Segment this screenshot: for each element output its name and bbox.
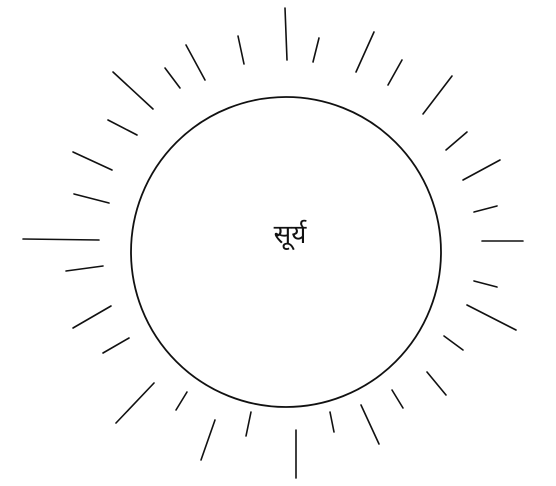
- sun-ray: [356, 32, 374, 72]
- sun-ray: [108, 120, 137, 135]
- sun-ray: [103, 338, 129, 353]
- sun-ray: [427, 372, 446, 395]
- sun-circle: [131, 97, 441, 407]
- sun-ray: [246, 412, 251, 436]
- sun-ray: [176, 392, 187, 410]
- sun-ray: [165, 68, 180, 88]
- sun-ray: [392, 390, 403, 408]
- sun-ray: [444, 336, 463, 350]
- sun-ray: [388, 60, 402, 85]
- sun-ray: [361, 405, 379, 444]
- sun-ray: [474, 206, 497, 212]
- sun-ray: [474, 281, 497, 287]
- sun-ray: [113, 72, 153, 109]
- sun-ray: [446, 132, 467, 150]
- sun-ray: [285, 8, 287, 60]
- sun-label: सूर्य: [258, 222, 322, 248]
- sun-ray: [201, 420, 215, 460]
- sun-ray: [74, 194, 109, 203]
- sun-ray: [313, 38, 319, 62]
- sun-ray: [73, 306, 111, 328]
- sun-ray: [23, 239, 99, 240]
- sun-ray: [463, 160, 500, 180]
- sun-ray: [330, 412, 334, 432]
- sun-ray: [467, 305, 516, 330]
- sun-ray: [116, 383, 154, 423]
- sun-ray: [238, 36, 244, 64]
- sun-ray: [423, 76, 452, 114]
- sun-ray: [73, 152, 112, 170]
- sun-ray: [66, 266, 103, 271]
- sun-ray: [186, 45, 205, 80]
